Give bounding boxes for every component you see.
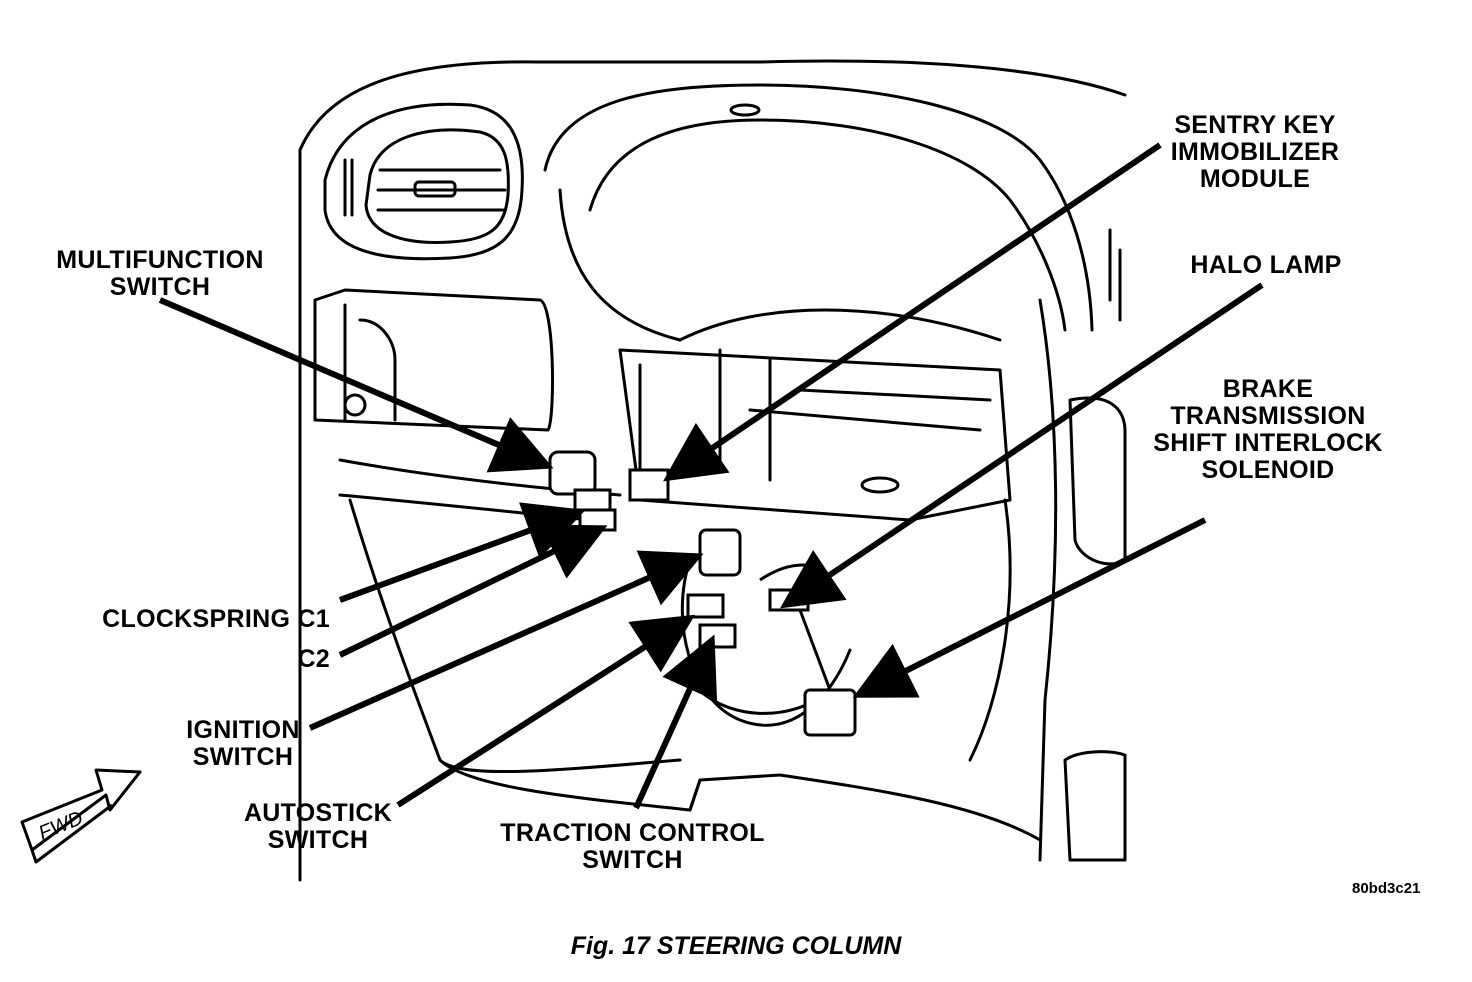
clockspring-c1-connector [573,488,612,512]
arrow-clockspring-c1 [338,502,586,603]
figure-caption: Fig. 17 STEERING COLUMN [570,932,902,960]
label-clockspring-c1: CLOCKSPRING C1 [102,605,330,633]
arrow-ignition [308,550,704,731]
arrow-brake-interlock [852,517,1207,698]
traction-connector [698,623,737,649]
autostick-connector [686,593,725,619]
label-autostick-switch: AUTOSTICK SWITCH [243,799,393,854]
arrow-c2 [338,524,608,658]
arrow-traction [633,634,718,810]
fwd-arrow-icon: FWD [20,768,142,864]
label-c2: C2 [297,645,330,673]
figure-code: 80bd3c21 [1352,880,1421,897]
label-brake-transmission-shift-interlock-solenoid: BRAKE TRANSMISSION SHIFT INTERLOCK SOLEN… [1153,375,1383,484]
label-multifunction-switch: MULTIFUNCTION SWITCH [56,246,264,301]
sentry-key-connector [628,468,670,502]
multifunction-connector [548,450,597,496]
label-halo-lamp: HALO LAMP [1190,251,1342,279]
dashboard-outline [298,59,1127,882]
leader-arrows [158,142,1264,810]
arrow-halo-lamp [780,282,1264,609]
label-sentry-key-immobilizer-module: SENTRY KEY IMMOBILIZER MODULE [1170,111,1340,193]
arrow-sentry-key [663,142,1162,482]
label-traction-control-switch: TRACTION CONTROL SWITCH [500,819,765,874]
arrow-multifunction [158,297,554,473]
arrow-autostick [396,614,696,808]
ignition-connector [698,528,742,577]
label-ignition-switch: IGNITION SWITCH [186,716,300,771]
brake-solenoid-connector [803,688,857,737]
